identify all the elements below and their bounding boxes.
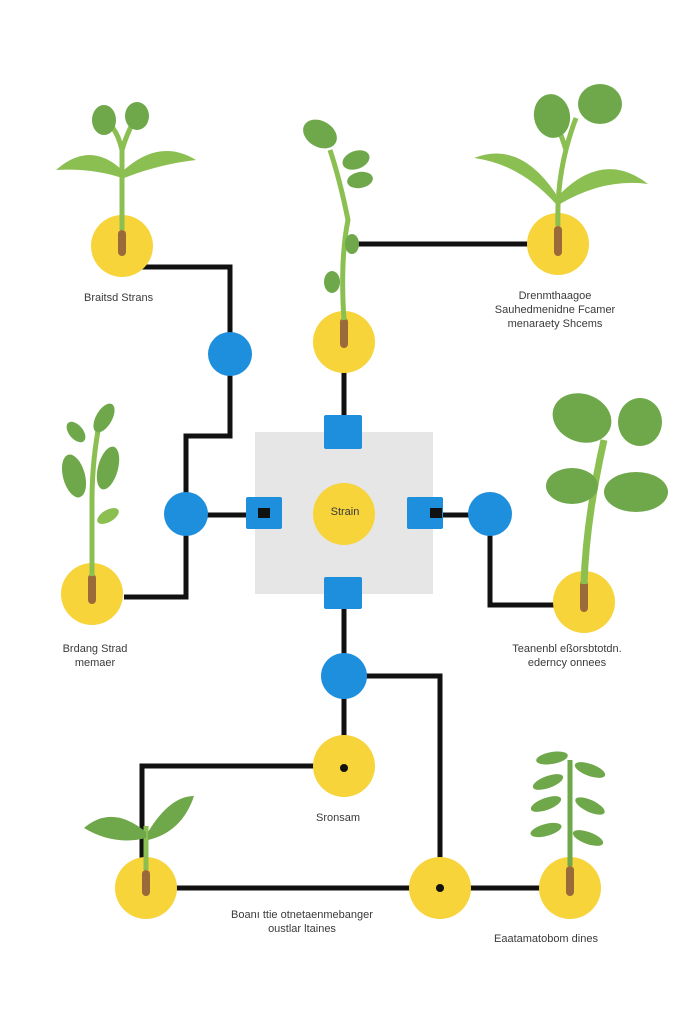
connector-node-right	[468, 492, 512, 536]
label-mid-left-line-2: memaer	[74, 657, 116, 669]
label-top-right-line-3: menaraety Shcems	[507, 318, 603, 330]
square-connectors	[246, 415, 443, 609]
plant-mid-right	[546, 393, 668, 585]
label-bottom-left: Boanı ttie otnetaenmebanger oustlar ltai…	[210, 908, 394, 936]
plant-top-left	[56, 102, 196, 230]
label-mid-right-line-2: ederncy onnees	[527, 657, 607, 669]
line-lower-left	[139, 763, 344, 860]
connector-node-left	[164, 492, 208, 536]
connector-node-upper-left	[208, 332, 252, 376]
connector-node-lower-center	[321, 653, 367, 699]
center-node	[313, 483, 375, 545]
label-mid-left-line-1: Brdang Strad	[62, 643, 128, 655]
label-top-right-line-2: Sauhedmenidne Fcamer	[494, 304, 616, 316]
line-right-branch	[344, 673, 443, 888]
plant-bottom-left	[84, 796, 194, 870]
label-top-right: Drenmthaagoe Sauhedmenidne Fcamer menara…	[490, 289, 620, 331]
label-bottom-left-line-2: oustlar ltaines	[268, 923, 336, 935]
connector-square-right	[407, 497, 443, 529]
circle-connectors	[164, 332, 512, 699]
label-top-left-line-1: Braitsd Strans	[84, 292, 154, 304]
label-mid-left: Brdang Strad memaer	[54, 642, 136, 670]
label-top-left: Braitsd Strans	[84, 291, 153, 305]
line-topleft	[138, 264, 233, 515]
label-bottom-left-line-1: Boanı ttie otnetaenmebanger	[231, 909, 373, 921]
line-midright	[487, 515, 556, 608]
label-bottom-right: Eaatamatobom dines	[494, 932, 598, 946]
line-midleft	[124, 515, 189, 600]
label-bottom-right-line-1: Eaatamatobom dines	[494, 933, 598, 945]
roots	[88, 226, 588, 896]
connector-square-bottom	[324, 577, 362, 609]
connector-square-top	[324, 415, 362, 449]
plant-top-center	[303, 119, 373, 321]
label-mid-right-line-1: Teanenbl eßorsbtotdn.	[512, 643, 622, 655]
center-label: Strain	[330, 506, 360, 518]
label-bottom-center: Sronsam	[316, 811, 360, 825]
plant-mid-left	[61, 403, 120, 576]
label-bottom-center-line-1: Sronsam	[316, 812, 361, 824]
plant-pots	[61, 213, 615, 919]
label-mid-right: Teanenbl eßorsbtotdn. ederncy onnees	[492, 642, 642, 670]
plant-top-right	[474, 84, 648, 227]
label-top-right-line-1: Drenmthaagoe	[518, 290, 592, 302]
plant-bottom-right	[530, 751, 606, 866]
